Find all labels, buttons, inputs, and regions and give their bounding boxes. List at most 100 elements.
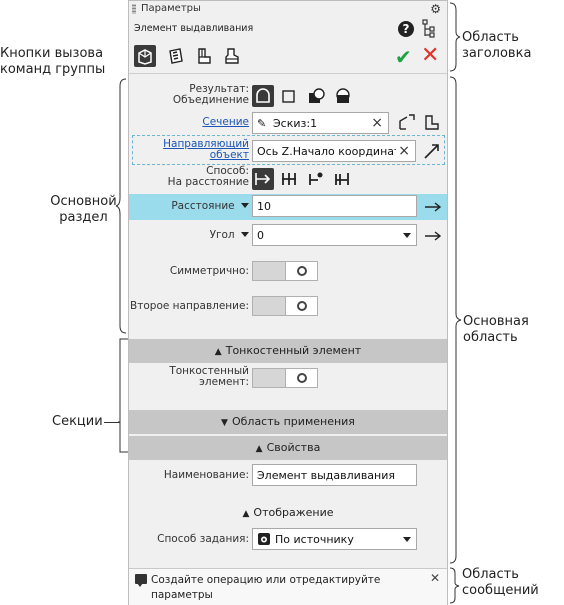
angle-select[interactable]: 0 <box>252 224 417 246</box>
loft-icon <box>225 48 239 64</box>
subtract-icon <box>309 88 325 103</box>
intersect-icon <box>336 88 350 103</box>
thinwall-label-line1: Тонкостенный <box>169 365 249 377</box>
method-distance-button[interactable] <box>252 168 274 190</box>
rotation-command-button[interactable] <box>165 45 187 67</box>
source-icon <box>258 533 270 545</box>
union-result-button[interactable] <box>252 85 274 107</box>
second-direction-toggle[interactable] <box>252 296 318 316</box>
sections-bracket <box>118 338 128 453</box>
main-area-bracket <box>449 76 462 564</box>
display-subsection-header[interactable]: ▲Отображение <box>129 506 447 519</box>
kinematic-command-button[interactable] <box>193 45 215 67</box>
message-bar: Создайте операцию или отредактируйте пар… <box>129 568 447 605</box>
to-surface-icon <box>335 173 349 185</box>
message-area-bracket <box>449 567 460 604</box>
annotation-group-buttons-line2: команд группы <box>0 62 106 77</box>
display-subsection-title: Отображение <box>253 506 334 519</box>
method-label-line1: Способ: <box>206 165 249 177</box>
scope-section-header[interactable]: ▼Область применения <box>129 410 447 434</box>
to-vertex-icon <box>309 172 323 185</box>
method-through-all-button[interactable] <box>278 168 300 190</box>
drag-grip-icon[interactable] <box>132 4 136 14</box>
method-set-label: Способ задания: <box>157 533 249 545</box>
chevron-down-icon: ▼ <box>221 418 228 428</box>
kinematic-icon <box>198 48 211 64</box>
thinwall-section-title: Тонкостенный элемент <box>225 344 362 357</box>
distance-label[interactable]: Расстояние <box>149 201 249 212</box>
close-message-icon[interactable]: ✕ <box>429 571 440 585</box>
angle-value: 0 <box>257 229 264 242</box>
message-icon <box>135 574 147 587</box>
parameters-panel: Параметры ⚙ Элемент выдавливания ? ✔ <box>128 0 448 605</box>
pencil-icon: ✎ <box>257 117 267 130</box>
method-label: Способ: На расстояние <box>149 166 249 188</box>
symmetric-label: Симметрично: <box>169 265 249 277</box>
distance-label-text: Расстояние <box>171 200 235 212</box>
sketch-create-icon[interactable] <box>422 113 442 133</box>
clear-section-icon[interactable]: × <box>371 115 383 131</box>
guide-object-frame <box>132 135 445 165</box>
thinwall-section-header[interactable]: ▲Тонкостенный элемент <box>129 339 447 363</box>
loft-command-button[interactable] <box>221 45 243 67</box>
sketch-select-icon[interactable] <box>397 113 417 133</box>
annotation-group-buttons: Кнопки вызова команд группы <box>0 46 125 78</box>
toggle-knob <box>285 262 317 280</box>
chevron-up-icon: ▲ <box>255 444 263 454</box>
guide-link-line1: Направляющий <box>163 138 249 150</box>
annotation-message-area: Область сообщений <box>462 567 539 599</box>
extrusion-icon <box>138 49 152 65</box>
ok-button[interactable]: ✔ <box>395 45 412 69</box>
thinwall-label: Тонкостенный элемент: <box>129 366 249 388</box>
rotation-icon <box>169 48 183 64</box>
direction-arrow-icon[interactable] <box>422 141 442 161</box>
tree-icon[interactable] <box>422 19 436 39</box>
union-icon <box>256 88 270 103</box>
dropdown-caret-icon <box>403 537 411 542</box>
method-set-select[interactable]: По источнику <box>252 528 417 550</box>
intersect-result-button[interactable] <box>331 85 353 107</box>
guide-object-field[interactable]: Ось Z.Начало координат × <box>252 140 416 162</box>
help-icon[interactable]: ? <box>398 21 414 37</box>
toggle-knob <box>285 369 317 387</box>
toggle-knob <box>285 297 317 315</box>
annotation-main-section: Основной раздел <box>46 194 121 226</box>
square-icon <box>282 90 295 103</box>
cancel-button[interactable]: ✕ <box>421 43 440 68</box>
name-input[interactable]: Элемент выдавливания <box>252 464 417 486</box>
section-link[interactable]: Сечение <box>202 116 249 128</box>
guide-link-line2: объект <box>209 149 249 161</box>
annotation-main-area: Основная область <box>463 314 529 346</box>
angle-label[interactable]: Угол <box>149 230 249 241</box>
subtract-result-button[interactable] <box>305 85 327 107</box>
guide-object-link[interactable]: Направляющий объект <box>149 139 249 161</box>
annotation-message-area-line2: сообщений <box>462 583 539 598</box>
method-label-line2: На расстояние <box>167 176 249 188</box>
properties-section-header[interactable]: ▲Свойства <box>129 436 447 460</box>
method-to-vertex-button[interactable] <box>305 168 327 190</box>
panel-subtitle: Элемент выдавливания <box>134 23 254 34</box>
thinwall-label-line2: элемент: <box>199 376 249 388</box>
annotation-main-section-line2: раздел <box>59 210 108 225</box>
thinwall-toggle[interactable] <box>252 368 318 388</box>
properties-section-title: Свойства <box>266 441 321 454</box>
reverse-direction-icon[interactable] <box>424 200 442 214</box>
sections-leader-line <box>104 422 120 423</box>
annotation-message-area-line1: Область <box>462 567 519 582</box>
annotation-main-area-line1: Основная <box>463 314 529 329</box>
panel-titlebar[interactable]: Параметры ⚙ <box>129 1 447 18</box>
distance-input[interactable]: 10 <box>252 195 417 217</box>
clear-guide-icon[interactable]: × <box>396 143 410 159</box>
method-to-surface-button[interactable] <box>331 168 353 190</box>
angle-direction-icon[interactable] <box>424 229 442 243</box>
second-direction-label: Второе направление: <box>130 300 249 312</box>
guide-object-value: Ось Z.Начало координат <box>257 145 401 158</box>
section-field[interactable]: ✎ Эскиз:1 × <box>252 112 389 134</box>
header-separator <box>129 73 447 74</box>
gear-icon[interactable]: ⚙ <box>430 2 441 16</box>
extrusion-command-button[interactable] <box>134 45 156 67</box>
through-all-icon <box>282 173 296 185</box>
annotation-header-area-line2: заголовка <box>462 46 532 61</box>
symmetric-toggle[interactable] <box>252 261 318 281</box>
new-body-result-button[interactable] <box>278 85 300 107</box>
